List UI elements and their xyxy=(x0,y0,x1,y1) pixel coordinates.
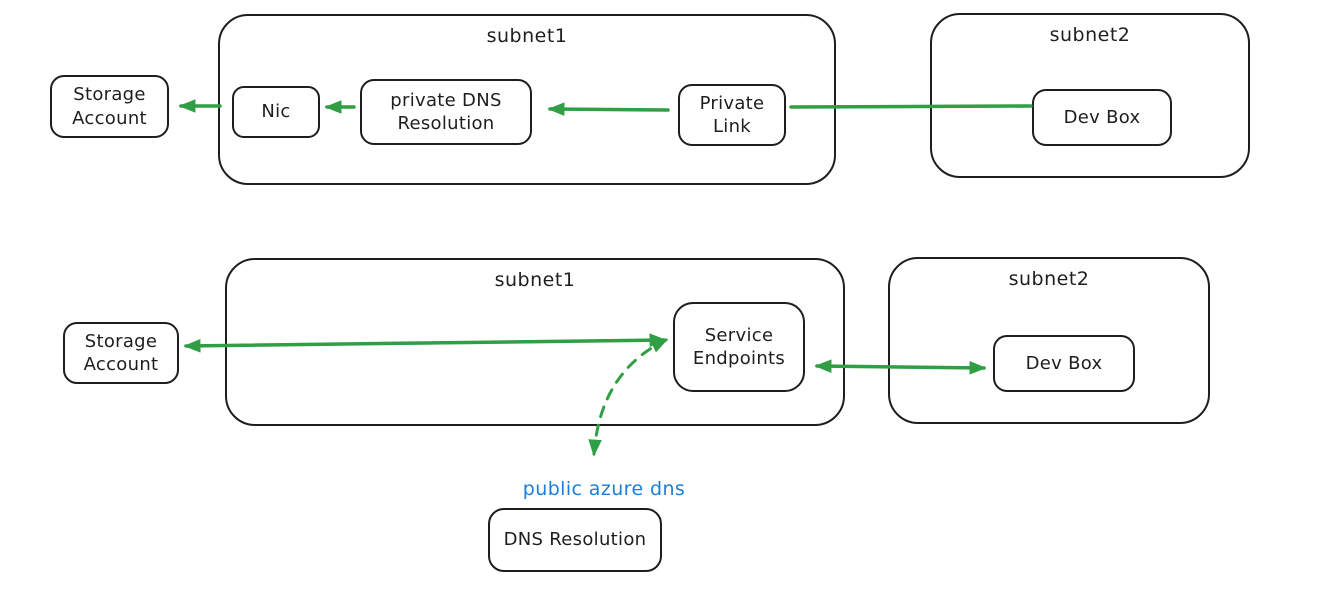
node-label: Service Endpoints xyxy=(692,324,786,369)
s1-node-storage-account: Storage Account xyxy=(50,75,169,138)
s1-subnet1-container: subnet1 xyxy=(218,14,836,185)
s1-node-nic: Nic xyxy=(232,86,320,138)
s1-subnet1-label: subnet1 xyxy=(486,25,568,47)
s2-subnet2-container: subnet2 xyxy=(888,257,1210,424)
node-label: Storage Account xyxy=(83,330,159,375)
node-label: Nic xyxy=(261,101,291,123)
s2-subnet2-label: subnet2 xyxy=(1008,268,1090,290)
s2-node-storage-account: Storage Account xyxy=(63,322,179,384)
node-label: Storage Account xyxy=(72,84,147,129)
node-label: Dev Box xyxy=(1025,352,1103,374)
node-label: Dev Box xyxy=(1063,106,1141,128)
node-label: private DNS Resolution xyxy=(390,89,502,134)
s2-node-dns-resolution: DNS Resolution xyxy=(488,508,662,572)
s1-node-private-link: Private Link xyxy=(678,84,786,146)
public-azure-dns-annotation: public azure dns xyxy=(522,478,686,500)
s1-subnet2-label: subnet2 xyxy=(1049,24,1131,46)
s2-subnet1-label: subnet1 xyxy=(494,269,576,291)
s2-node-dev-box: Dev Box xyxy=(993,335,1135,392)
s1-node-private-dns-resolution: private DNS Resolution xyxy=(360,79,532,145)
node-label: DNS Resolution xyxy=(503,529,647,551)
s1-node-dev-box: Dev Box xyxy=(1032,89,1172,146)
s2-node-service-endpoints: Service Endpoints xyxy=(673,302,805,392)
node-label: Private Link xyxy=(699,92,765,137)
s1-subnet2-container: subnet2 xyxy=(930,13,1250,178)
